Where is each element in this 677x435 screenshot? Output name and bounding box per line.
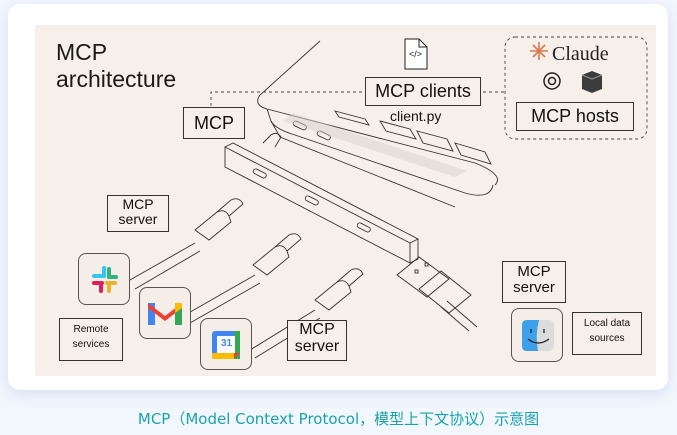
mcp-server-label-right: MCP server (502, 261, 566, 303)
server-label-line: server (118, 210, 158, 227)
gmail-tile (139, 287, 191, 339)
code-glyph: </> (409, 49, 423, 59)
slack-tile (78, 253, 130, 305)
remote-services-label: Remote services (59, 318, 123, 361)
cable-slack (129, 242, 201, 290)
diagram-drawing (129, 36, 648, 359)
mcp-server-label-middle: MCP server (287, 320, 347, 361)
claude-icon (530, 42, 548, 60)
client-file-label: client.py (390, 108, 442, 124)
diagram-title: MCP architecture (56, 39, 176, 93)
cable-finder (440, 300, 478, 332)
usb-c-plug (262, 132, 282, 148)
remote-label-line: Remote (73, 324, 109, 335)
slack-icon (92, 266, 118, 293)
server-label-line: MCP (517, 263, 551, 280)
mcp-clients-label: MCP clients (365, 77, 481, 106)
calendar-day: 31 (220, 338, 233, 349)
laptop-key (379, 120, 417, 140)
google-calendar-tile: 31 (200, 318, 252, 370)
title-line-1: MCP (56, 39, 108, 65)
dashed-connector-mcp (210, 91, 365, 106)
hosts-group-outline (504, 36, 648, 140)
server-label-line: MCP (299, 321, 335, 338)
finder-tile (511, 308, 563, 362)
figure-caption: MCP（Model Context Protocol，模型上下文协议）示意图 (137, 410, 540, 428)
figure-card: MCP architecture </> MCP MCP clients cli… (8, 4, 668, 390)
server-label-line: MCP (122, 196, 154, 212)
openai-icon (543, 72, 561, 90)
code-file-icon (404, 38, 428, 70)
remote-label-line: services (72, 339, 110, 350)
local-label-line: sources (589, 333, 625, 344)
host-app-icon (581, 71, 603, 93)
local-data-sources-label: Local data sources (572, 312, 642, 355)
mcp-server-label-top: MCP server (107, 195, 169, 232)
cable-gmail (184, 274, 261, 324)
speaker-grill (283, 113, 467, 177)
google-calendar-icon (212, 331, 240, 359)
server-label-line: server (294, 337, 340, 355)
claude-wordmark: Claude (552, 43, 609, 65)
mcp-architecture-diagram: MCP architecture </> MCP MCP clients cli… (35, 25, 656, 376)
gmail-icon (148, 303, 182, 325)
local-label-line: Local data (583, 318, 631, 329)
title-line-2: architecture (56, 66, 177, 92)
server-label-line: server (513, 278, 555, 296)
mcp-hosts-label: MCP hosts (516, 102, 634, 131)
finder-icon (522, 320, 554, 351)
mcp-label: MCP (183, 107, 245, 139)
usb-a-plug (396, 256, 450, 298)
